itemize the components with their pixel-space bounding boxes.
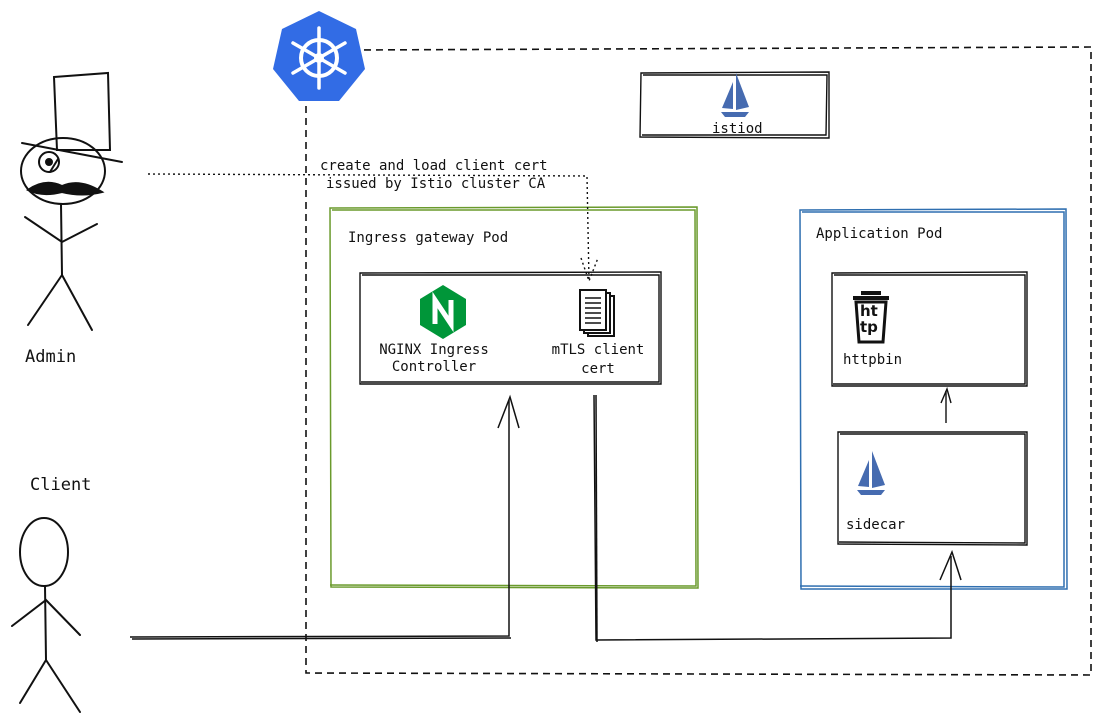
- nginx-label-line-1: NGINX Ingress: [379, 342, 489, 358]
- httpbin-label: httpbin: [843, 352, 903, 368]
- admin-cert-dotted-arrow: [147, 173, 599, 284]
- admin-label: Admin: [25, 347, 77, 367]
- ingress-pod-box: [329, 206, 699, 589]
- document-stack-icon: [579, 289, 615, 337]
- application-pod-box: [799, 208, 1068, 590]
- sidecar-box: [837, 431, 1028, 546]
- client-figure-icon: [11, 517, 81, 713]
- admin-figure-icon: [20, 71, 123, 331]
- sidecar-to-httpbin-arrow: [940, 386, 952, 423]
- ingress-pod-title: Ingress gateway Pod: [348, 230, 509, 246]
- annotation-line-1: create and load client cert: [320, 158, 548, 174]
- httpbin-icon-text-top: ht: [860, 302, 878, 320]
- ingress-inner-box: [359, 271, 662, 385]
- httpbin-icon-text-bottom: tp: [860, 318, 878, 336]
- httpbin-trash-can-icon: [853, 291, 889, 344]
- nginx-icon: [420, 285, 466, 339]
- istio-sail-icon: [721, 73, 749, 117]
- cert-label-line-1: mTLS client: [551, 342, 645, 358]
- cert-to-sidecar-arrow: [593, 394, 962, 643]
- cert-label-line-2: cert: [581, 361, 615, 377]
- istiod-label: istiod: [712, 121, 763, 137]
- client-to-nginx-arrow: [129, 394, 520, 640]
- istio-sail-icon: [857, 451, 885, 495]
- cluster-boundary: [305, 46, 1092, 676]
- httpbin-box: [831, 271, 1028, 387]
- istiod-box: [639, 71, 830, 139]
- annotation-line-2: issued by Istio cluster CA: [326, 176, 546, 192]
- sidecar-label: sidecar: [846, 517, 906, 533]
- nginx-label-line-2: Controller: [391, 359, 477, 375]
- kubernetes-icon: [273, 11, 365, 101]
- client-label: Client: [30, 475, 92, 495]
- application-pod-title: Application Pod: [816, 226, 943, 242]
